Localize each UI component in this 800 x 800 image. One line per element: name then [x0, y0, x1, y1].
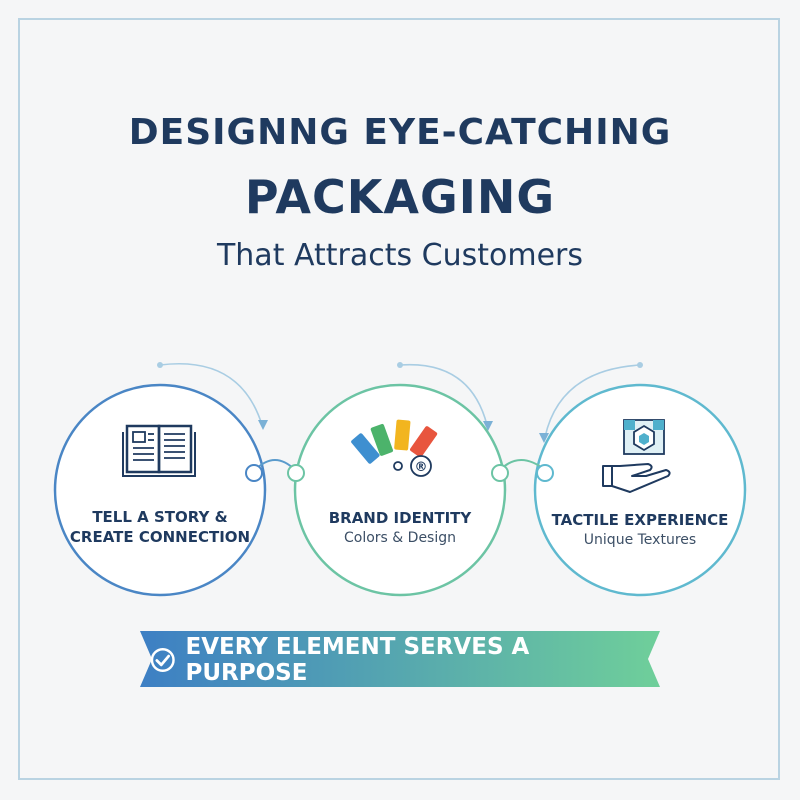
link-node-1b [287, 464, 305, 482]
arc-connector-3 [544, 364, 641, 438]
arc-dot-1 [157, 362, 163, 368]
arc-dot-2 [397, 362, 403, 368]
node-circle-3 [533, 383, 747, 597]
arc-arrow-3 [539, 433, 549, 443]
banner-ribbon [140, 631, 660, 687]
arc-dot-3 [637, 362, 643, 368]
arc-connector-1 [159, 363, 263, 426]
title-line-2: PACKAGING [244, 170, 556, 224]
node-1-label: TELL A STORY & CREATE CONNECTION [68, 507, 252, 547]
open-book-icon [122, 424, 196, 477]
border-frame [18, 18, 780, 780]
arc-arrow-1 [258, 420, 268, 430]
registered-mark-text: ® [415, 460, 428, 475]
registered-mark-icon: ® [410, 455, 432, 477]
node-2-title: BRAND IDENTITY [328, 509, 472, 527]
node-3-title: TACTILE EXPERIENCE [551, 511, 729, 529]
hand-texture-icon [602, 419, 671, 493]
node-2-subtitle: Colors & Design [344, 530, 456, 546]
node-3-subtitle: Unique Textures [583, 532, 697, 548]
link-node-1a [245, 464, 263, 482]
arc-arrow-2 [483, 421, 493, 431]
banner-text: EVERY ELEMENT SERVES A PURPOSE [185, 634, 530, 686]
node-1-title: TELL A STORY & CREATE CONNECTION [69, 508, 251, 546]
banner: EVERY ELEMENT SERVES A PURPOSE [150, 634, 650, 686]
link-node-2a [491, 464, 509, 482]
title-line-1: DESIGNNG EYE-CATCHING [128, 112, 672, 153]
node-2-label: BRAND IDENTITY Colors & Design [310, 508, 490, 546]
link-node-2b [536, 464, 554, 482]
node-circle-2 [293, 383, 507, 597]
check-circle-icon [150, 647, 175, 673]
node-circle-1 [53, 383, 267, 597]
color-swatches-icon [351, 419, 438, 471]
title-line-3: That Attracts Customers [216, 238, 584, 273]
arc-connector-2 [399, 363, 488, 426]
node-3-label: TACTILE EXPERIENCE Unique Textures [550, 510, 730, 548]
